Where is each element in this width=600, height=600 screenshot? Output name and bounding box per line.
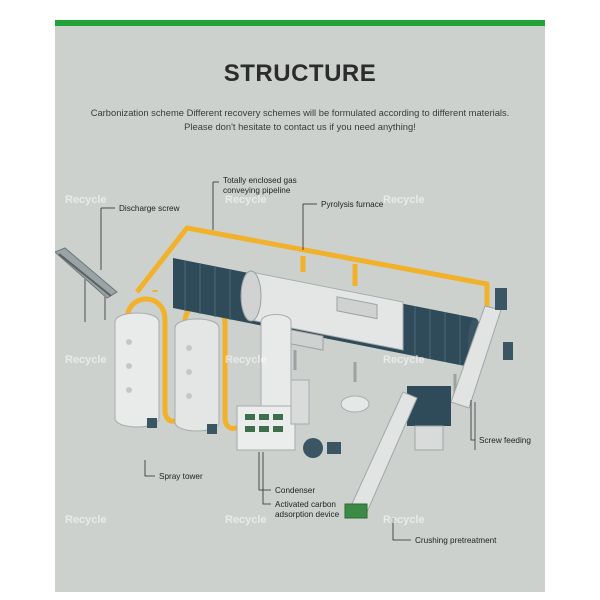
label-condenser: Condenser	[275, 486, 316, 495]
watermark: Recycle	[383, 194, 425, 206]
label-crushing-pretreatment: Crushing pretreatment	[415, 536, 497, 545]
watermark: Recycle	[225, 354, 267, 366]
pyrolysis-furnace	[173, 258, 482, 400]
watermark: Recycle	[225, 514, 267, 526]
label-screw-feeding: Screw feeding	[479, 436, 531, 445]
structure-panel: STRUCTURE Carbonization scheme Different…	[55, 20, 545, 592]
screw-feeder	[450, 288, 513, 450]
label-gas-pipeline: Totally enclosed gas conveying pipeline	[223, 176, 297, 195]
label-pyrolysis-furnace: Pyrolysis furnace	[321, 200, 384, 209]
subtitle-line-2: Please don't hesitate to contact us if y…	[184, 121, 416, 132]
watermark: Recycle	[383, 354, 425, 366]
subtitle: Carbonization scheme Different recovery …	[65, 106, 535, 134]
watermark: Recycle	[65, 354, 107, 366]
label-discharge-screw: Discharge screw	[119, 204, 180, 213]
label-spray-tower: Spray tower	[159, 472, 203, 481]
leader-lines	[100, 181, 475, 541]
label-activated-carbon: Activated carbon adsorption device	[275, 500, 340, 519]
discharge-screw-conveyor	[55, 247, 118, 322]
equipment-illustration	[55, 181, 513, 541]
watermark: Recycle	[65, 514, 107, 526]
subtitle-line-1: Carbonization scheme Different recovery …	[90, 107, 510, 118]
watermark: Recycle	[225, 194, 267, 206]
page-title: STRUCTURE	[223, 60, 377, 87]
watermark: Recycle	[383, 514, 425, 526]
watermark: Recycle	[65, 194, 107, 206]
accent-bar	[55, 20, 545, 26]
condenser-unit	[236, 314, 341, 458]
crushing-unit	[340, 386, 451, 519]
spray-towers	[114, 312, 220, 434]
